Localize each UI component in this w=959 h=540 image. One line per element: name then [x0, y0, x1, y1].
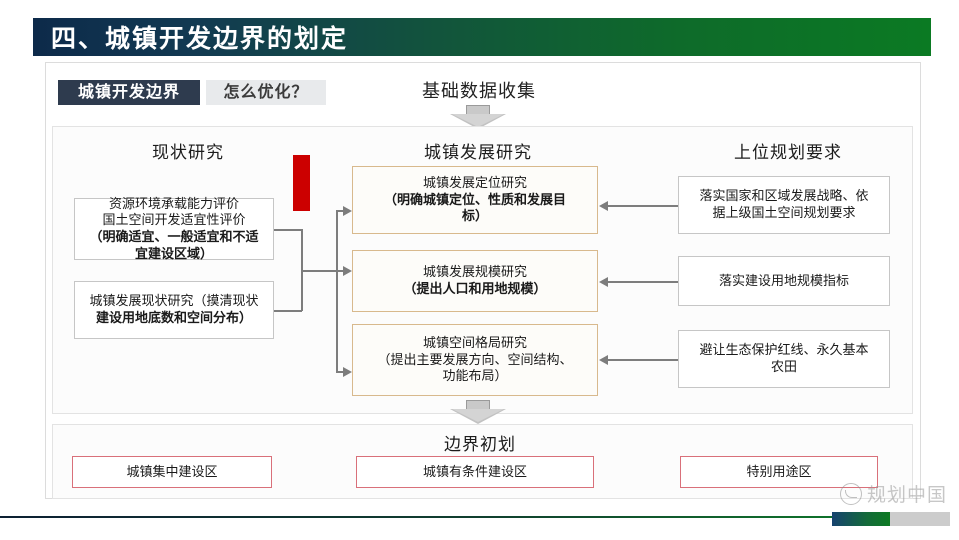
slide-title-bar: 四、城镇开发边界的划定 — [33, 18, 931, 56]
down-arrow-icon-bottom — [450, 400, 506, 424]
connector-r1-to-m1 — [608, 205, 678, 207]
connector-branch-m1 — [336, 210, 348, 212]
arrow-left-icon-r2 — [599, 277, 608, 287]
column-heading-current-status: 现状研究 — [152, 143, 224, 162]
box-urban-concentrated-construction-zone[interactable]: 城镇集中建设区 — [72, 456, 272, 488]
box-resource-capacity-evaluation[interactable]: 资源环境承载能力评价 国土空间开发适宜性评价 （明确适宜、一般适宜和不适 宜建设… — [74, 195, 274, 261]
box-m2-line2: （提出人口和用地规模） — [403, 281, 547, 296]
box-national-regional-strategy[interactable]: 落实国家和区域发展战略、依 据上级国土空间规划要求 — [678, 176, 890, 234]
arrow-right-icon-m3 — [343, 367, 352, 377]
tab-how-to-optimize[interactable]: 怎么优化？ — [206, 80, 326, 105]
box-urban-status-research[interactable]: 城镇发展现状研究（摸清现状 建设用地底数和空间分布） — [74, 281, 274, 339]
arrow-left-icon-r3 — [599, 355, 608, 365]
box-avoid-ecological-redline[interactable]: 避让生态保护红线、永久基本 农田 — [678, 330, 890, 388]
down-arrow-icon-top — [450, 105, 506, 129]
stage-label-basic-data-collection: 基础数据收集 — [422, 81, 536, 101]
watermark-logo-icon — [839, 482, 862, 505]
box-l2-line2: 建设用地底数和空间分布） — [95, 310, 252, 325]
box-m3-line2: （提出主要发展方向、空间结构、 — [377, 351, 573, 367]
bottom-gray-block — [890, 512, 950, 526]
box-urban-scale-research[interactable]: 城镇发展规模研究 （提出人口和用地规模） — [352, 250, 598, 312]
column-heading-superior-plan: 上位规划要求 — [734, 143, 842, 162]
box-l1-line2: 国土空间开发适宜性评价 — [102, 212, 246, 228]
watermark-text: 规划中国 — [866, 485, 947, 506]
connector-trunk-vertical — [336, 210, 338, 371]
watermark: 规划中国 — [839, 480, 947, 507]
box-r3-line2: 农田 — [770, 359, 797, 374]
box-r1-line2: 据上级国土空间规划要求 — [712, 205, 856, 220]
page-title: 四、城镇开发边界的划定 — [51, 25, 349, 53]
box-b1-label: 城镇集中建设区 — [126, 463, 218, 479]
column-heading-urban-development: 城镇发展研究 — [424, 143, 532, 162]
box-l1-line4: 宜建设区域） — [134, 245, 213, 261]
box-urban-spatial-pattern-research[interactable]: 城镇空间格局研究 （提出主要发展方向、空间结构、 功能布局） — [352, 324, 598, 396]
tab-urban-development-boundary[interactable]: 城镇开发边界 — [58, 80, 200, 105]
bottom-rule — [0, 516, 890, 518]
box-r1-line1: 落实国家和区域发展战略、依 — [699, 188, 869, 204]
arrow-right-icon-m2 — [343, 266, 352, 276]
box-m1-line3: 标） — [461, 208, 488, 224]
arrow-left-icon-r1 — [599, 201, 608, 211]
connector-l1-stub — [274, 229, 302, 231]
box-construction-land-scale-index[interactable]: 落实建设用地规模指标 — [678, 256, 890, 306]
box-r3-line1: 避让生态保护红线、永久基本 — [699, 342, 869, 358]
bottom-gradient-block — [832, 512, 890, 526]
box-m1-line1: 城镇发展定位研究 — [422, 175, 527, 191]
box-b2-label: 城镇有条件建设区 — [422, 463, 527, 479]
box-m3-line3: 功能布局） — [442, 368, 508, 384]
connector-r3-to-m3 — [608, 359, 678, 361]
box-urban-positioning-research[interactable]: 城镇发展定位研究 （明确城镇定位、性质和发展目 标） — [352, 166, 598, 234]
connector-left-to-trunk — [301, 270, 337, 272]
stage-label-boundary-draft: 边界初划 — [444, 435, 516, 454]
box-r2-line1: 落实建设用地规模指标 — [718, 272, 849, 288]
box-special-use-zone[interactable]: 特别用途区 — [680, 456, 878, 488]
connector-r2-to-m2 — [608, 281, 678, 283]
connector-l2-stub — [274, 310, 302, 312]
box-urban-conditional-construction-zone[interactable]: 城镇有条件建设区 — [356, 456, 594, 488]
box-b3-label: 特别用途区 — [746, 463, 812, 479]
box-l1-line3: （明确适宜、一般适宜和不适 — [89, 229, 259, 244]
box-m1-line2: （明确城镇定位、性质和发展目 — [383, 191, 566, 207]
box-l2-line1: 城镇发展现状研究（摸清现状 — [89, 293, 259, 309]
box-l1-line1: 资源环境承载能力评价 — [108, 195, 239, 211]
connector-branch-m3 — [336, 371, 348, 373]
box-m3-line1: 城镇空间格局研究 — [422, 335, 527, 351]
connector-branch-m2 — [336, 270, 348, 272]
arrow-right-icon-m1 — [343, 206, 352, 216]
red-accent-marker — [293, 155, 310, 211]
box-m2-line1: 城镇发展规模研究 — [422, 264, 527, 280]
